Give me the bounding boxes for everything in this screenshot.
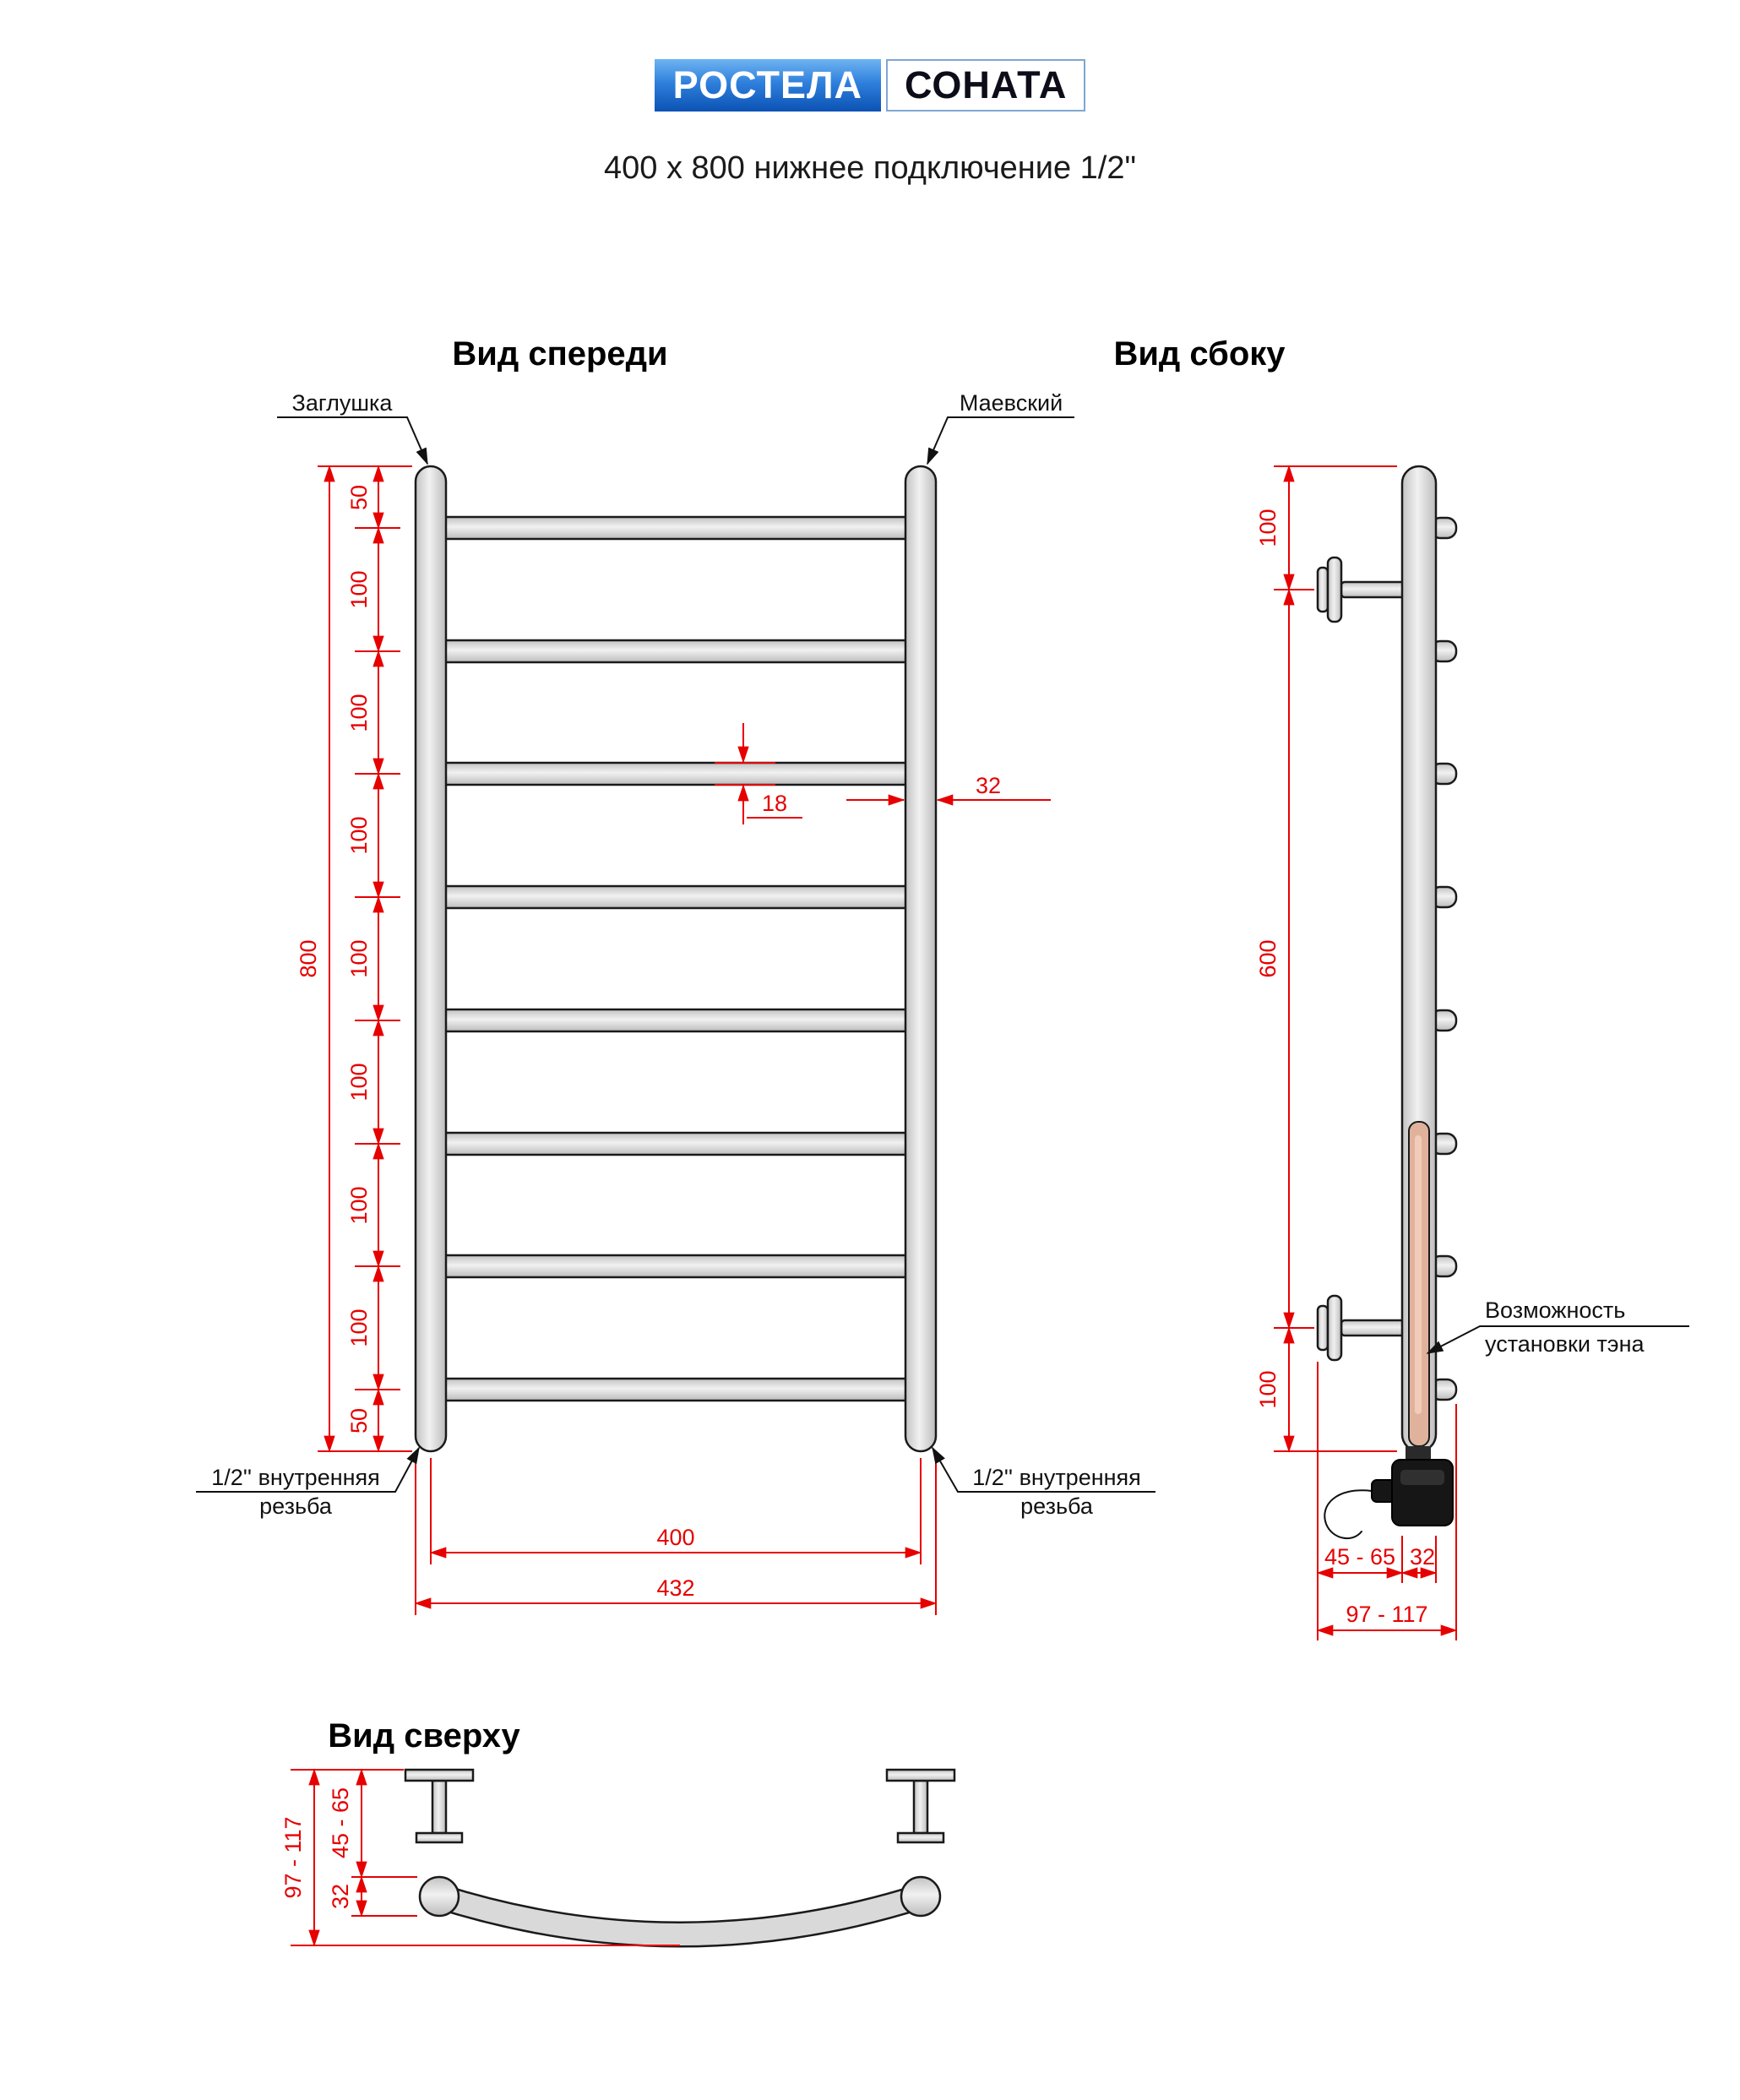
dim-45-65-side: 45 - 65 bbox=[1324, 1544, 1395, 1570]
dim-97-117-top: 97 - 117 bbox=[280, 1816, 306, 1898]
thread-left-label-2: резьба bbox=[259, 1493, 333, 1519]
dim-seg-8: 50 bbox=[346, 1408, 372, 1434]
unit-body bbox=[1391, 1459, 1454, 1526]
front-callouts: Заглушка Маевский 1/2'' внутренняя резьб… bbox=[196, 390, 1155, 1519]
thread-left-label-1: 1/2'' внутренняя bbox=[211, 1465, 380, 1490]
rung bbox=[426, 884, 926, 910]
bracket-plate bbox=[1316, 1304, 1329, 1352]
top-bracket-right bbox=[885, 1768, 956, 1844]
left-post bbox=[414, 465, 448, 1453]
brand-logo: РОСТЕЛА bbox=[654, 59, 882, 112]
bracket-arm bbox=[1340, 580, 1407, 599]
dim-seg-2: 100 bbox=[346, 694, 372, 732]
thread-right-leader bbox=[932, 1446, 1155, 1493]
bracket-arm bbox=[1340, 1319, 1407, 1337]
model-logo: СОНАТА bbox=[886, 59, 1086, 112]
ten-rod-highlight bbox=[1415, 1135, 1422, 1414]
curved-rung bbox=[428, 1885, 932, 1945]
model-name: СОНАТА bbox=[905, 63, 1068, 106]
side-dimension-lines bbox=[1274, 465, 1458, 1640]
dim-18: 18 bbox=[762, 791, 787, 816]
rung bbox=[426, 1131, 926, 1156]
valve-leader-line bbox=[927, 416, 1074, 465]
top-bracket-left bbox=[404, 1768, 475, 1844]
dim-400: 400 bbox=[656, 1525, 694, 1550]
side-dimension-labels: 100 600 100 45 - 65 32 97 - 117 bbox=[1255, 509, 1435, 1627]
dim-seg-0: 50 bbox=[346, 485, 372, 510]
rung bbox=[426, 1254, 926, 1279]
bracket-wall-plate bbox=[404, 1768, 475, 1782]
side-view-title: Вид сбоку bbox=[1113, 335, 1286, 373]
dim-600: 600 bbox=[1255, 939, 1281, 977]
power-cable bbox=[1324, 1489, 1373, 1540]
dim-45-65-top: 45 - 65 bbox=[328, 1787, 353, 1858]
dim-32-front: 32 bbox=[976, 773, 1001, 798]
dim-seg-4: 100 bbox=[346, 939, 372, 977]
ten-leader-line bbox=[1426, 1325, 1689, 1354]
bracket-plate bbox=[1316, 566, 1329, 613]
brand-name: РОСТЕЛА bbox=[672, 63, 863, 106]
top-view-title: Вид сверху bbox=[328, 1717, 520, 1755]
front-view-title: Вид спереди bbox=[452, 335, 667, 373]
plug-leader-line bbox=[277, 416, 428, 465]
bracket-stem bbox=[431, 1779, 448, 1835]
rung bbox=[426, 1377, 926, 1402]
thread-right-label-2: резьба bbox=[1020, 1493, 1094, 1519]
dim-seg-6: 100 bbox=[346, 1186, 372, 1224]
front-dimension-lines bbox=[318, 465, 1051, 1615]
bracket-flange-bar bbox=[415, 1831, 464, 1844]
dim-32-top: 32 bbox=[328, 1884, 353, 1909]
ten-callout: Возможность установки тэна bbox=[1426, 1298, 1689, 1357]
thread-left-leader bbox=[196, 1446, 420, 1493]
left-post-section bbox=[418, 1875, 460, 1918]
dim-32-side: 32 bbox=[1410, 1544, 1435, 1570]
bracket-wall-plate bbox=[885, 1768, 956, 1782]
bracket-flange-bar bbox=[896, 1831, 945, 1844]
unit-vent bbox=[1400, 1470, 1444, 1485]
rung bbox=[426, 1008, 926, 1033]
top-view: 97 - 117 45 - 65 32 bbox=[280, 1768, 956, 1948]
bracket-flange bbox=[1326, 1294, 1343, 1362]
dim-97-117-side: 97 - 117 bbox=[1346, 1602, 1427, 1627]
heating-element bbox=[1408, 1121, 1430, 1447]
dim-432: 432 bbox=[656, 1575, 694, 1601]
ten-label-2: установки тэна bbox=[1485, 1331, 1645, 1357]
product-subtitle: 400 х 800 нижнее подключение 1/2" bbox=[603, 150, 1136, 186]
dim-seg-5: 100 bbox=[346, 1063, 372, 1101]
logo: РОСТЕЛА СОНАТА bbox=[0, 59, 1740, 112]
top-dimension-lines bbox=[291, 1768, 680, 1947]
rung bbox=[426, 639, 926, 664]
side-view: 100 600 100 45 - 65 32 97 - 117 Возможно… bbox=[1255, 465, 1689, 1640]
electric-unit bbox=[1324, 1446, 1454, 1540]
front-rungs bbox=[426, 515, 926, 1402]
dim-seg-7: 100 bbox=[346, 1308, 372, 1347]
dim-seg-3: 100 bbox=[346, 816, 372, 854]
dim-100-bottom: 100 bbox=[1255, 1370, 1281, 1408]
dim-100-top: 100 bbox=[1255, 509, 1281, 547]
bracket-stem bbox=[912, 1779, 929, 1835]
valve-label: Маевский bbox=[960, 390, 1063, 416]
right-post bbox=[904, 465, 938, 1453]
rung bbox=[426, 515, 926, 541]
front-dimension-labels: 800 50 100 100 100 100 100 100 100 50 18… bbox=[296, 485, 1001, 1601]
bracket-flange bbox=[1326, 556, 1343, 623]
ten-label-1: Возможность bbox=[1485, 1298, 1625, 1323]
front-view: 800 50 100 100 100 100 100 100 100 50 18… bbox=[196, 390, 1155, 1615]
unit-connector bbox=[1406, 1446, 1431, 1461]
thread-right-label-1: 1/2'' внутренняя bbox=[972, 1465, 1141, 1490]
side-rung-stubs bbox=[1429, 516, 1458, 1401]
right-post-section bbox=[900, 1875, 942, 1918]
plug-label: Заглушка bbox=[292, 390, 394, 416]
wall-bracket-top bbox=[1316, 556, 1407, 623]
dim-800: 800 bbox=[296, 939, 321, 977]
rung bbox=[426, 761, 926, 786]
top-dimension-labels: 97 - 117 45 - 65 32 bbox=[280, 1787, 353, 1909]
dim-seg-1: 100 bbox=[346, 570, 372, 608]
wall-bracket-bottom bbox=[1316, 1294, 1407, 1362]
